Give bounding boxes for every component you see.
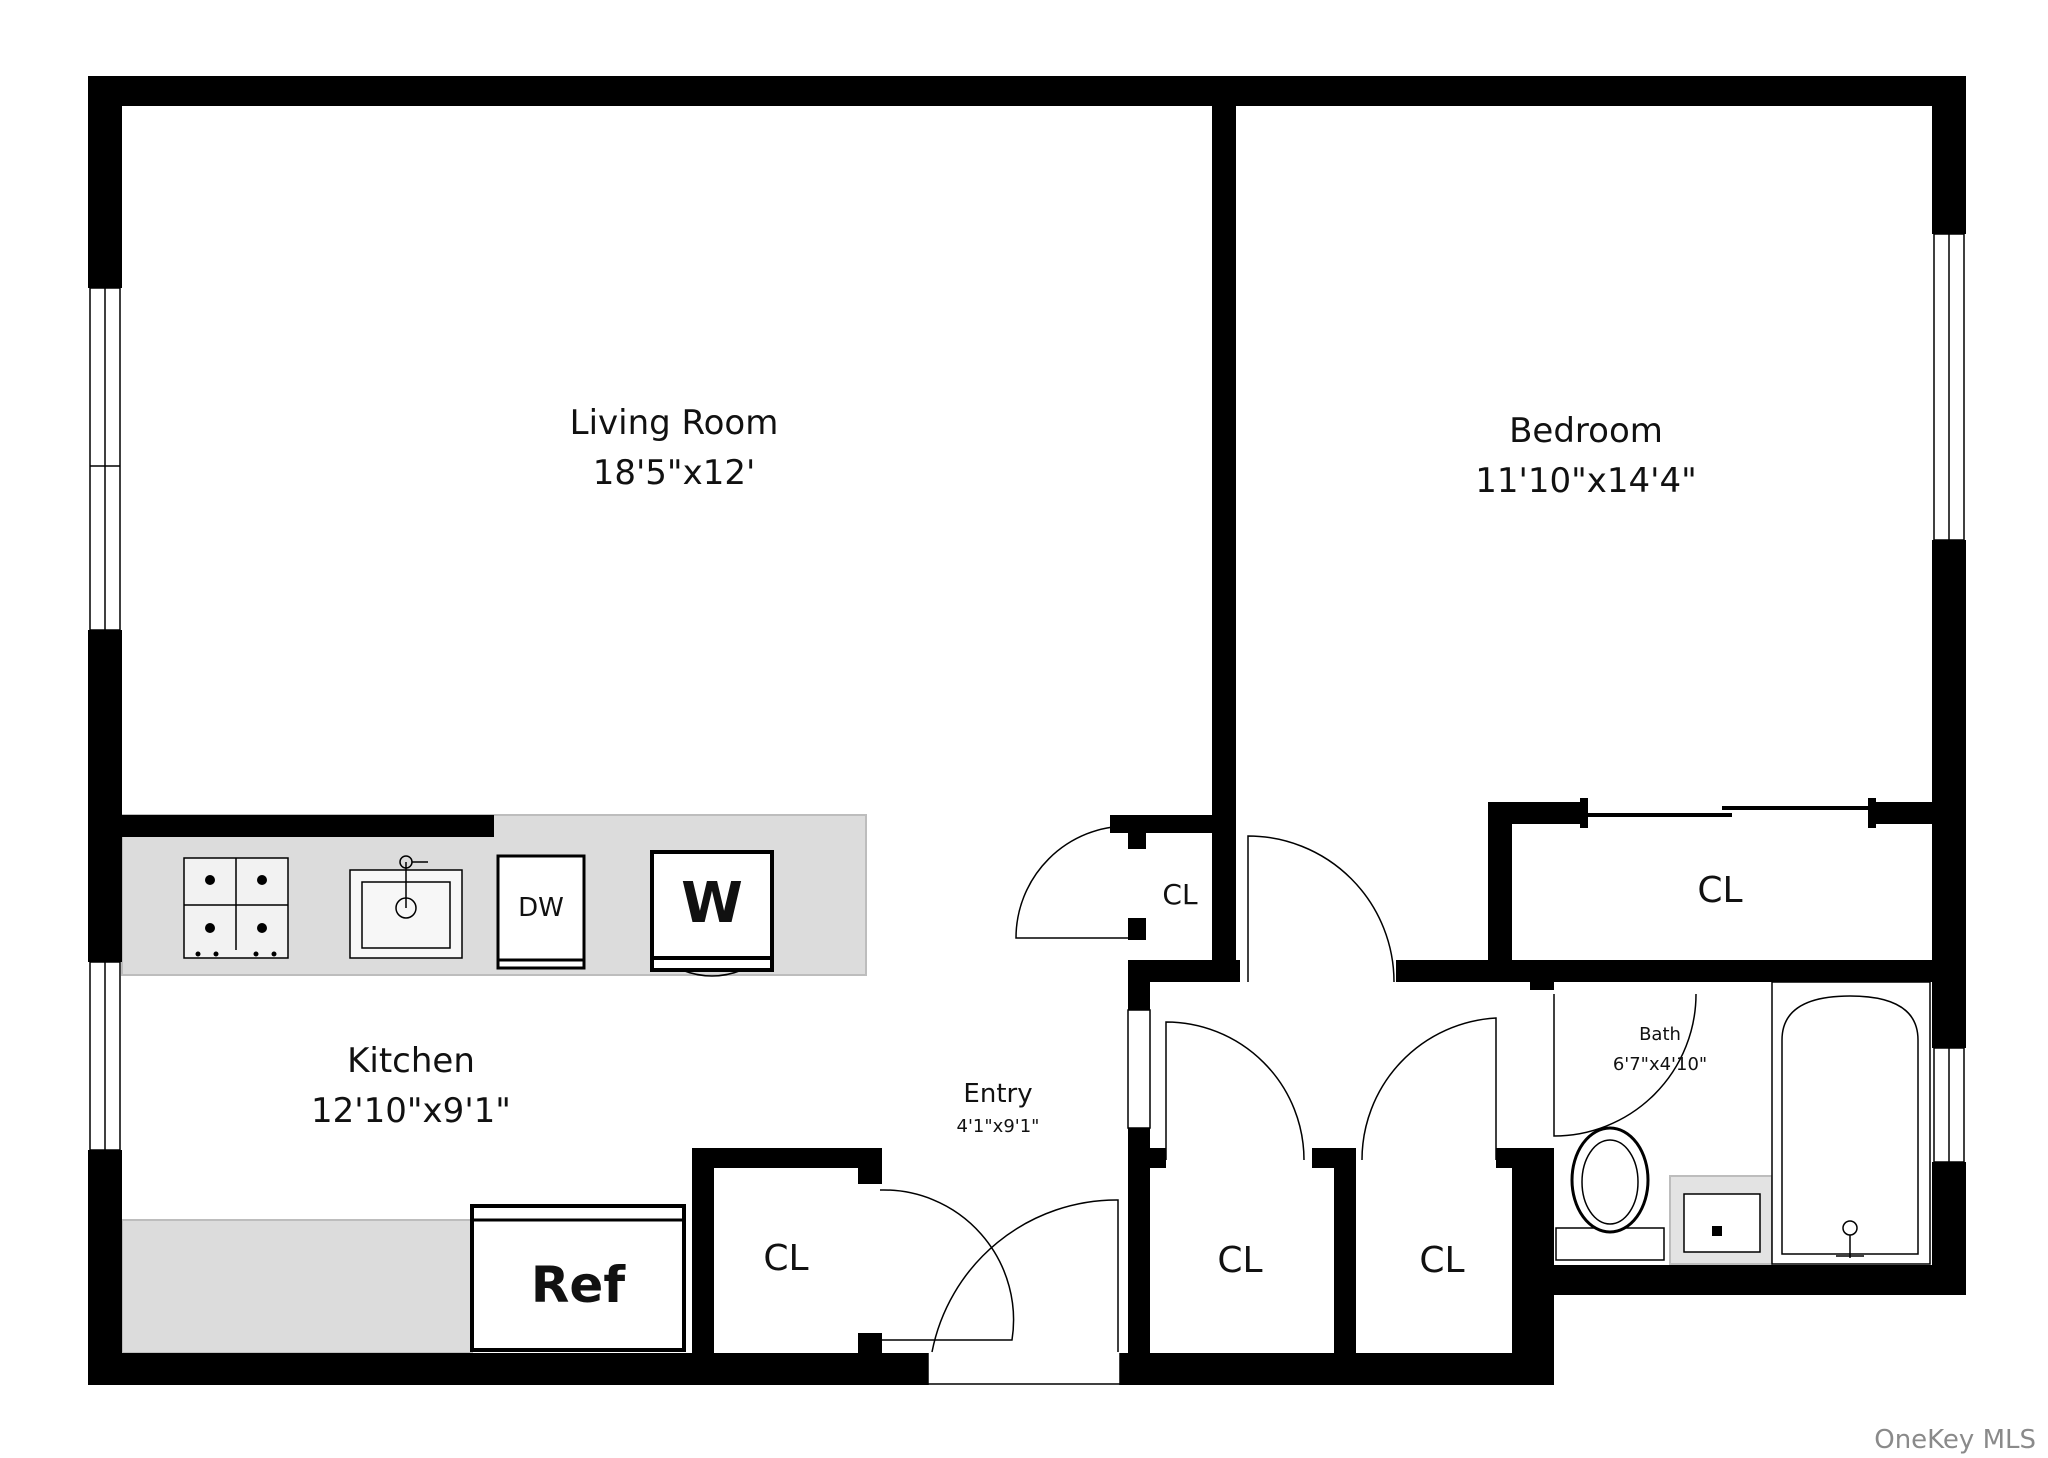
room-bath: Bath 6'7"x4'10" [1613,1024,1707,1075]
wall-top [88,76,1966,106]
closet-entry-small-label: CL [1162,878,1198,911]
wall-closets-divider-cap [1312,1148,1356,1168]
refrigerator-label: Ref [531,1256,626,1314]
room-bedroom: Bedroom 11'10"x14'4" [1475,411,1697,501]
door-kitchen-closet[interactable] [879,1189,1015,1341]
door-hall-closet-left[interactable] [1165,1021,1305,1161]
toilet-icon [1555,1126,1665,1261]
door-bath[interactable] [1553,993,1697,1137]
dishwasher-label: DW [518,893,564,923]
wall-closets-divider [1334,1148,1356,1358]
living-room-name: Living Room [570,403,779,443]
wall-hall-top [1128,960,1240,982]
kitchen-counter-bottom [121,1219,473,1354]
bath-sink-icon [1669,1175,1773,1265]
wall-bedroom-closet-top-right [1872,802,1966,824]
wall-left-top [88,76,122,288]
closet-hall-left-label: CL [1217,1240,1262,1281]
wall-hall-left [1128,960,1150,1010]
living-room-dims: 18'5"x12' [593,453,756,493]
bathtub-icon [1771,981,1931,1265]
washer-icon: W [650,850,774,977]
bedroom-closet-jamb-left [1580,798,1588,828]
wall-cl-top-stub-tip [1128,815,1146,849]
stove-icon [183,857,289,959]
wall-bottom-right [1120,1353,1550,1385]
closet-bedroom-label: CL [1697,870,1742,911]
wall-living-bedroom [1212,76,1236,960]
room-kitchen: Kitchen 12'10"x9'1" [311,1041,511,1131]
closet-hall-right-label: CL [1419,1240,1464,1281]
bath-name: Bath [1639,1024,1681,1045]
window-hall-left [1127,1009,1151,1129]
entry-dims: 4'1"x9'1" [957,1116,1040,1137]
wall-bedroom-closet-left [1488,802,1512,980]
wall-hall-left-lower [1128,1128,1150,1385]
wall-cl-bottom-stub [1128,918,1146,940]
watermark: OneKey MLS [1874,1425,2036,1455]
wall-kitchen-closet-top [692,1148,882,1168]
sink-icon [349,855,463,959]
wall-left-mid [88,630,122,962]
wall-bath-left-top [1530,960,1554,990]
door-entry-closet[interactable] [1015,825,1129,939]
wall-bedroom-closet-top-left [1488,802,1584,824]
door-hall-closet-right[interactable] [1361,1017,1497,1161]
kitchen-name: Kitchen [347,1041,475,1081]
wall-closet-right-side [1512,1148,1530,1358]
bedroom-name: Bedroom [1509,411,1663,451]
dishwasher-icon: DW [496,854,586,970]
wall-bath-left-bottom [1530,1148,1554,1288]
wall-hall-top-right [1396,960,1966,982]
room-living: Living Room 18'5"x12' [570,403,779,493]
wall-kitchen-closet-top-cap [858,1148,882,1184]
washer-label: W [681,871,743,936]
closet-kitchen-label: CL [763,1238,808,1279]
room-entry: Entry 4'1"x9'1" [957,1079,1040,1137]
door-front[interactable] [931,1199,1119,1353]
bath-dims: 6'7"x4'10" [1613,1054,1707,1075]
refrigerator-icon: Ref [470,1204,686,1352]
wall-closet-left-cap [1150,1148,1166,1168]
wall-closet-right-cap [1496,1148,1530,1168]
wall-kitchen-closet-bottom-cap [858,1333,882,1385]
wall-living-kitchen [122,815,494,837]
bedroom-dims: 11'10"x14'4" [1475,461,1697,501]
kitchen-dims: 12'10"x9'1" [311,1091,511,1131]
wall-right-top [1932,76,1966,234]
entry-name: Entry [963,1079,1032,1109]
wall-left-bottom [88,1150,122,1385]
wall-bottom-bath [1530,1265,1966,1295]
door-bedroom[interactable] [1247,835,1395,983]
wall-bottom-left [88,1353,928,1385]
wall-kitchen-closet-left [692,1148,714,1385]
bedroom-closet-jamb-right [1868,798,1876,828]
